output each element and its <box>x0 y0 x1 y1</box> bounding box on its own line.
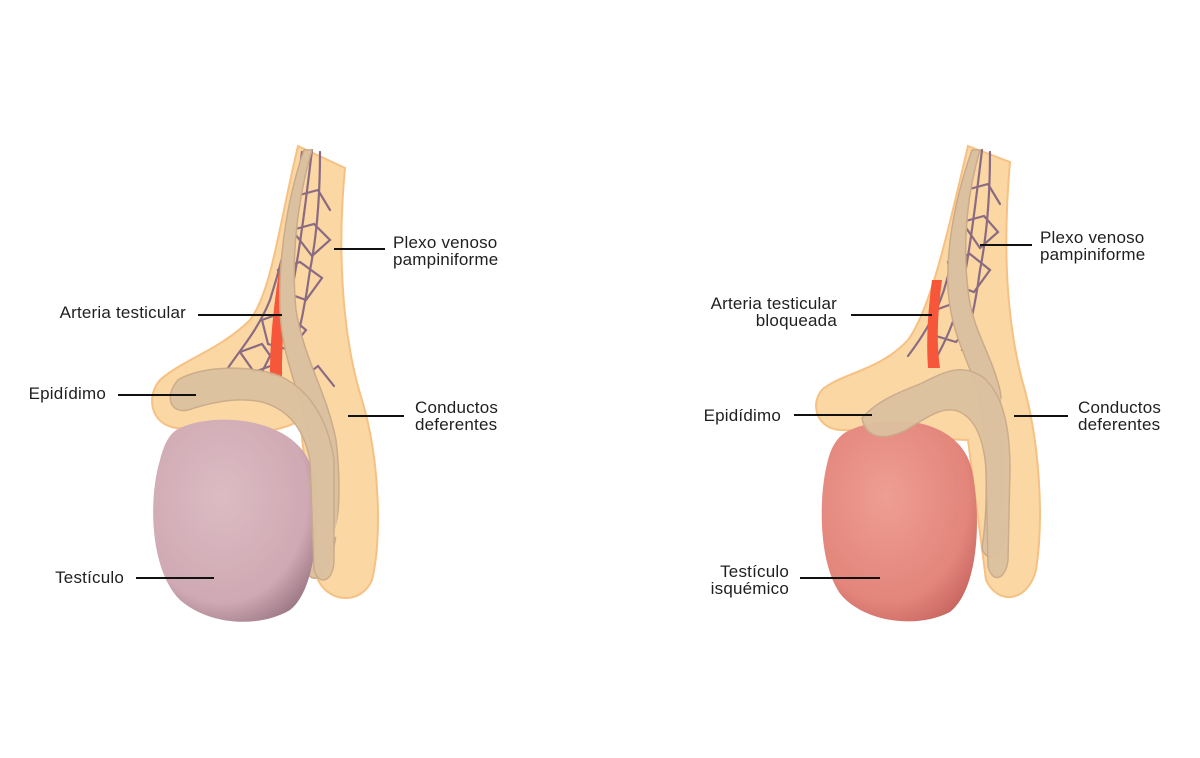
label-line: Testículo <box>55 568 124 587</box>
label-line: Plexo venoso <box>1040 228 1145 247</box>
label-testis-normal: Testículo <box>55 569 124 586</box>
label-vas-normal: Conductos deferentes <box>415 399 498 433</box>
label-line: bloqueada <box>755 311 837 330</box>
label-line: deferentes <box>1078 415 1161 434</box>
label-epididymis-torsion: Epidídimo <box>704 407 781 424</box>
ischemic-testis-shape <box>821 420 977 622</box>
label-line: Plexo venoso <box>393 233 498 252</box>
label-line: pampiniforme <box>393 250 499 269</box>
label-plexus-normal: Plexo venoso pampiniforme <box>393 234 498 268</box>
label-line: Arteria testicular <box>59 303 186 322</box>
leader-lines <box>118 244 1068 579</box>
label-line: Testículo <box>720 562 789 581</box>
epididymis-shape <box>169 367 335 581</box>
label-artery-normal: Arteria testicular <box>60 304 186 321</box>
label-line: Epidídimo <box>703 406 781 425</box>
label-artery-torsion: Arteria testicular bloqueada <box>711 295 837 329</box>
normal-anatomy <box>151 144 379 622</box>
blocked-artery-shape <box>927 280 942 368</box>
label-line: Arteria testicular <box>710 294 837 313</box>
label-plexus-torsion: Plexo venoso pampiniforme <box>1040 229 1145 263</box>
label-line: Conductos <box>1078 398 1162 417</box>
torsion-anatomy <box>815 144 1041 622</box>
label-line: Epidídimo <box>28 384 106 403</box>
label-vas-torsion: Conductos deferentes <box>1078 399 1161 433</box>
label-line: isquémico <box>710 579 789 598</box>
epididymis-shape-torsion <box>861 369 1011 579</box>
label-line: Conductos <box>415 398 499 417</box>
testis-shape <box>153 419 317 622</box>
label-testis-torsion: Testículo isquémico <box>711 563 789 597</box>
vas-deferens-core <box>333 417 347 537</box>
label-epididymis-normal: Epidídimo <box>29 385 106 402</box>
label-line: deferentes <box>415 415 498 434</box>
label-line: pampiniforme <box>1040 245 1146 264</box>
